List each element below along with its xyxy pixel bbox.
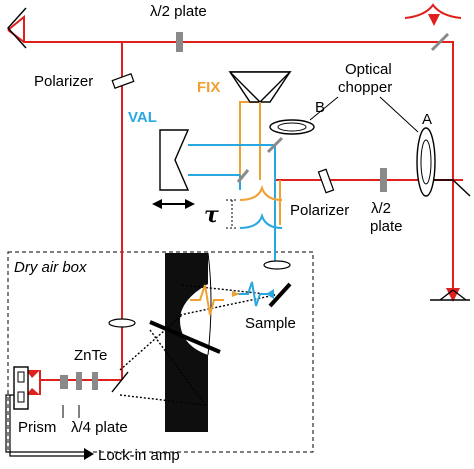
- optical-chopper-label-2: chopper: [338, 79, 392, 96]
- chopper-b-inner: [277, 122, 307, 132]
- chopper-b: [269, 119, 315, 135]
- polarizer-right-label: Polarizer: [290, 202, 349, 219]
- top-left-mirror: [7, 7, 27, 49]
- polarizer-left-label: Polarizer: [34, 73, 93, 90]
- grid-splitter: [149, 320, 221, 354]
- half-wave-right-label-2: plate: [370, 218, 403, 235]
- half-wave-plate-right: [380, 168, 387, 192]
- bottom-mirror-tick: [439, 289, 454, 301]
- chopper-a: [416, 127, 436, 197]
- orange-pulse: [239, 184, 283, 201]
- fix-prism: [228, 71, 292, 103]
- dry-air-box: [7, 251, 314, 453]
- chopper-b-label: B: [315, 99, 325, 116]
- chopper-a-inner: [420, 139, 432, 185]
- blue-thz-pulse: [238, 281, 268, 307]
- pulse-icon: [404, 3, 462, 19]
- lock-in-line-2: [9, 395, 84, 457]
- chopper-a-label: A: [422, 111, 432, 128]
- pellicle: [111, 371, 129, 393]
- half-wave-right-label-1: λ/2: [371, 200, 391, 217]
- blue-pulse-arrow: [266, 289, 274, 299]
- blue-pulse: [239, 212, 283, 229]
- orange-thz-pulse: [190, 284, 224, 316]
- chopper-pointer-a: [379, 96, 419, 133]
- znte-label: ZnTe: [74, 347, 107, 364]
- lens-red: [108, 318, 136, 328]
- fix-label: FIX: [197, 79, 220, 96]
- lens-sample: [263, 260, 291, 270]
- sample-label: Sample: [245, 315, 296, 332]
- lock-in-label: Lock-in amp: [98, 447, 180, 464]
- red-arrows: [26, 14, 460, 395]
- orange-pulse-arrow: [232, 291, 240, 297]
- bottom-mirror-tick2: [452, 289, 467, 301]
- prism: [60, 375, 68, 389]
- sample: [268, 282, 292, 308]
- blue-splitter: [266, 136, 284, 154]
- right-corner-mirror: [430, 179, 471, 197]
- polarizer-right: [317, 168, 335, 194]
- val-label: VAL: [128, 109, 157, 126]
- dry-air-box-label: Dry air box: [14, 259, 87, 276]
- znte-crystal: [92, 372, 98, 390]
- half-wave-plate-top: [176, 32, 183, 52]
- half-wave-top-label: λ/2 plate: [150, 3, 207, 20]
- quarter-wave-plate: [76, 372, 82, 390]
- quarter-wave-label: λ/4 plate: [71, 419, 128, 436]
- tau-label: τ: [204, 202, 219, 228]
- prism-label: Prism: [18, 419, 56, 436]
- balanced-detector: [13, 366, 29, 410]
- polarizer-left: [111, 73, 135, 89]
- chopper-pointer-b: [309, 96, 339, 121]
- double-headed-arrow-icon: [152, 199, 195, 209]
- val-retroreflector: [159, 129, 190, 191]
- top-beam-splitter: [430, 32, 450, 52]
- optical-chopper-label-1: Optical: [345, 61, 392, 78]
- combiner-splitter: [236, 169, 250, 183]
- parabolic-mirror: [165, 252, 212, 432]
- lock-in-arrow: [84, 448, 94, 460]
